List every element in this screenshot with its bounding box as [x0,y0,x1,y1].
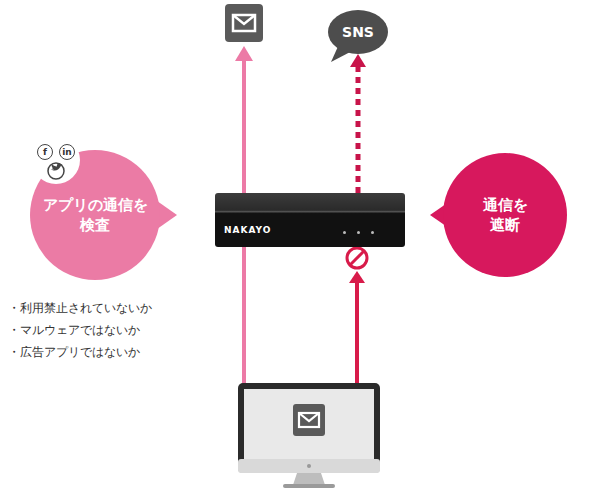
node-text: アプリの通信を 検査 [40,195,151,236]
check-item: ・マルウェアではないか [8,323,140,337]
monitor [238,383,380,488]
node-text: 通信を 遮断 [472,195,538,236]
router-device: NAKAYO [215,193,405,247]
sns-bubble: SNS [328,10,388,54]
node-text: SNS [342,23,374,42]
node-text: NAKAYO [224,226,271,235]
indicator-lamp [357,231,360,234]
indicator-lamp [343,231,346,234]
indicator-lamp [371,231,374,234]
social-badge [30,134,82,186]
check-item: ・広告アプリではないか [8,345,140,359]
check-item: ・利用禁止されていないか [8,301,152,315]
mail-icon [225,4,263,42]
blocked-arrow [347,248,367,386]
blocked-sns-arrow [350,54,366,193]
block-circle: 通信を 遮断 [443,153,567,277]
